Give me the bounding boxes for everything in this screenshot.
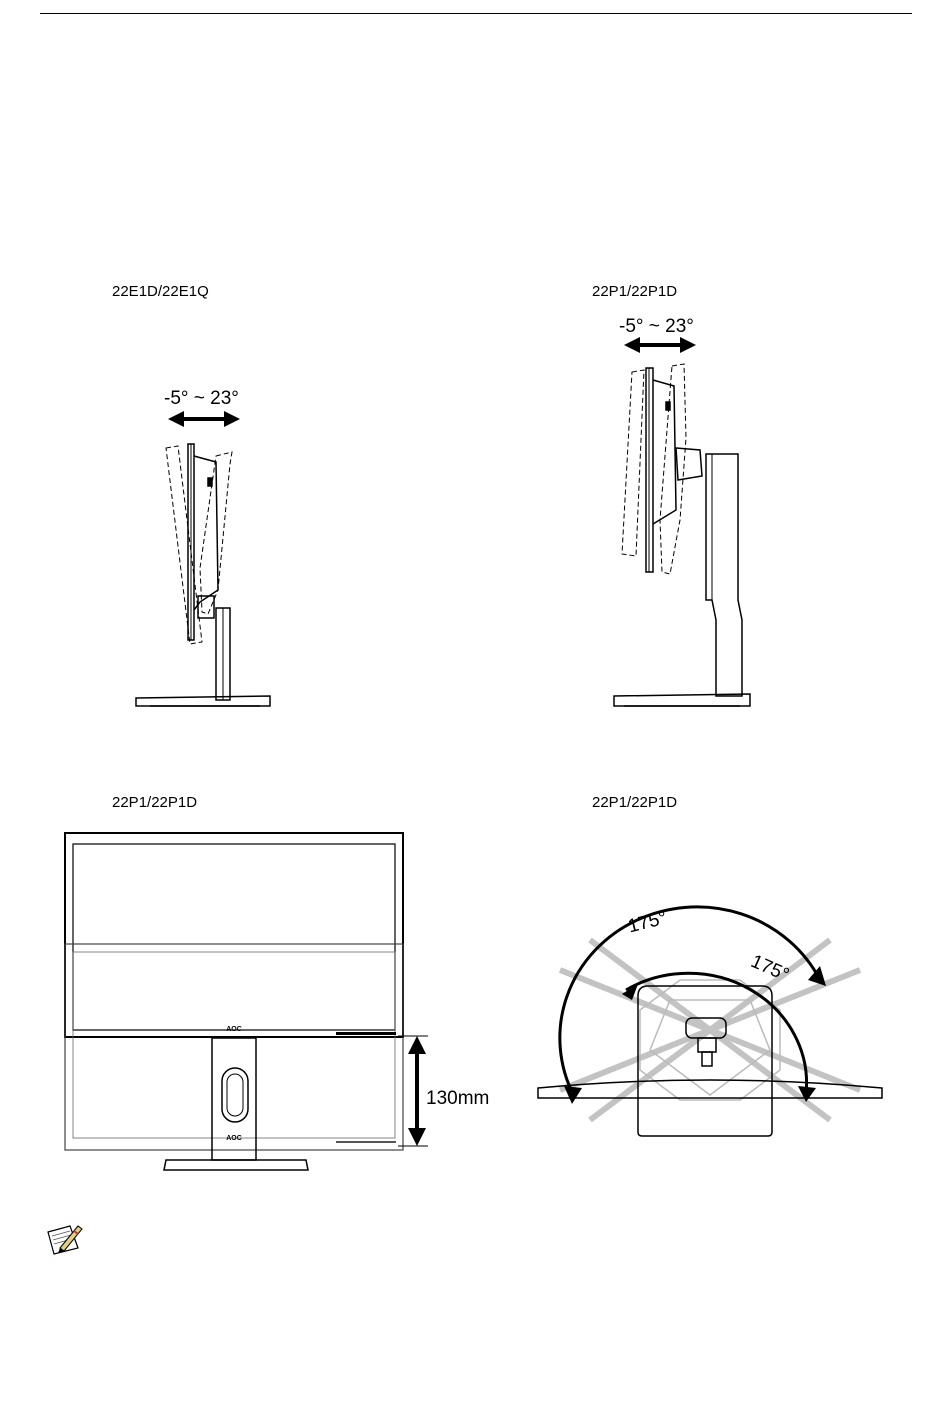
double-arrow-icon xyxy=(168,411,240,427)
figure-caption-tilt-p1: 22P1/22P1D xyxy=(592,283,677,301)
height-adjustment-label: 130mm xyxy=(426,1088,489,1110)
tilt-diagram-e1 xyxy=(120,400,320,720)
swivel-diagram xyxy=(530,900,890,1160)
figure-caption-tilt-e1: 22E1D/22E1Q xyxy=(112,283,209,301)
double-arrow-icon xyxy=(624,337,696,353)
figure-caption-height: 22P1/22P1D xyxy=(112,794,197,812)
note-pencil-icon xyxy=(44,1222,84,1256)
logo-bottom: AOC xyxy=(226,1135,242,1142)
header-rule xyxy=(40,13,912,14)
logo-top: AOC xyxy=(226,1026,242,1033)
height-adjust-diagram: AOC AOC xyxy=(60,830,520,1190)
tilt-diagram-p1 xyxy=(600,320,800,720)
figure-caption-swivel: 22P1/22P1D xyxy=(592,794,677,812)
